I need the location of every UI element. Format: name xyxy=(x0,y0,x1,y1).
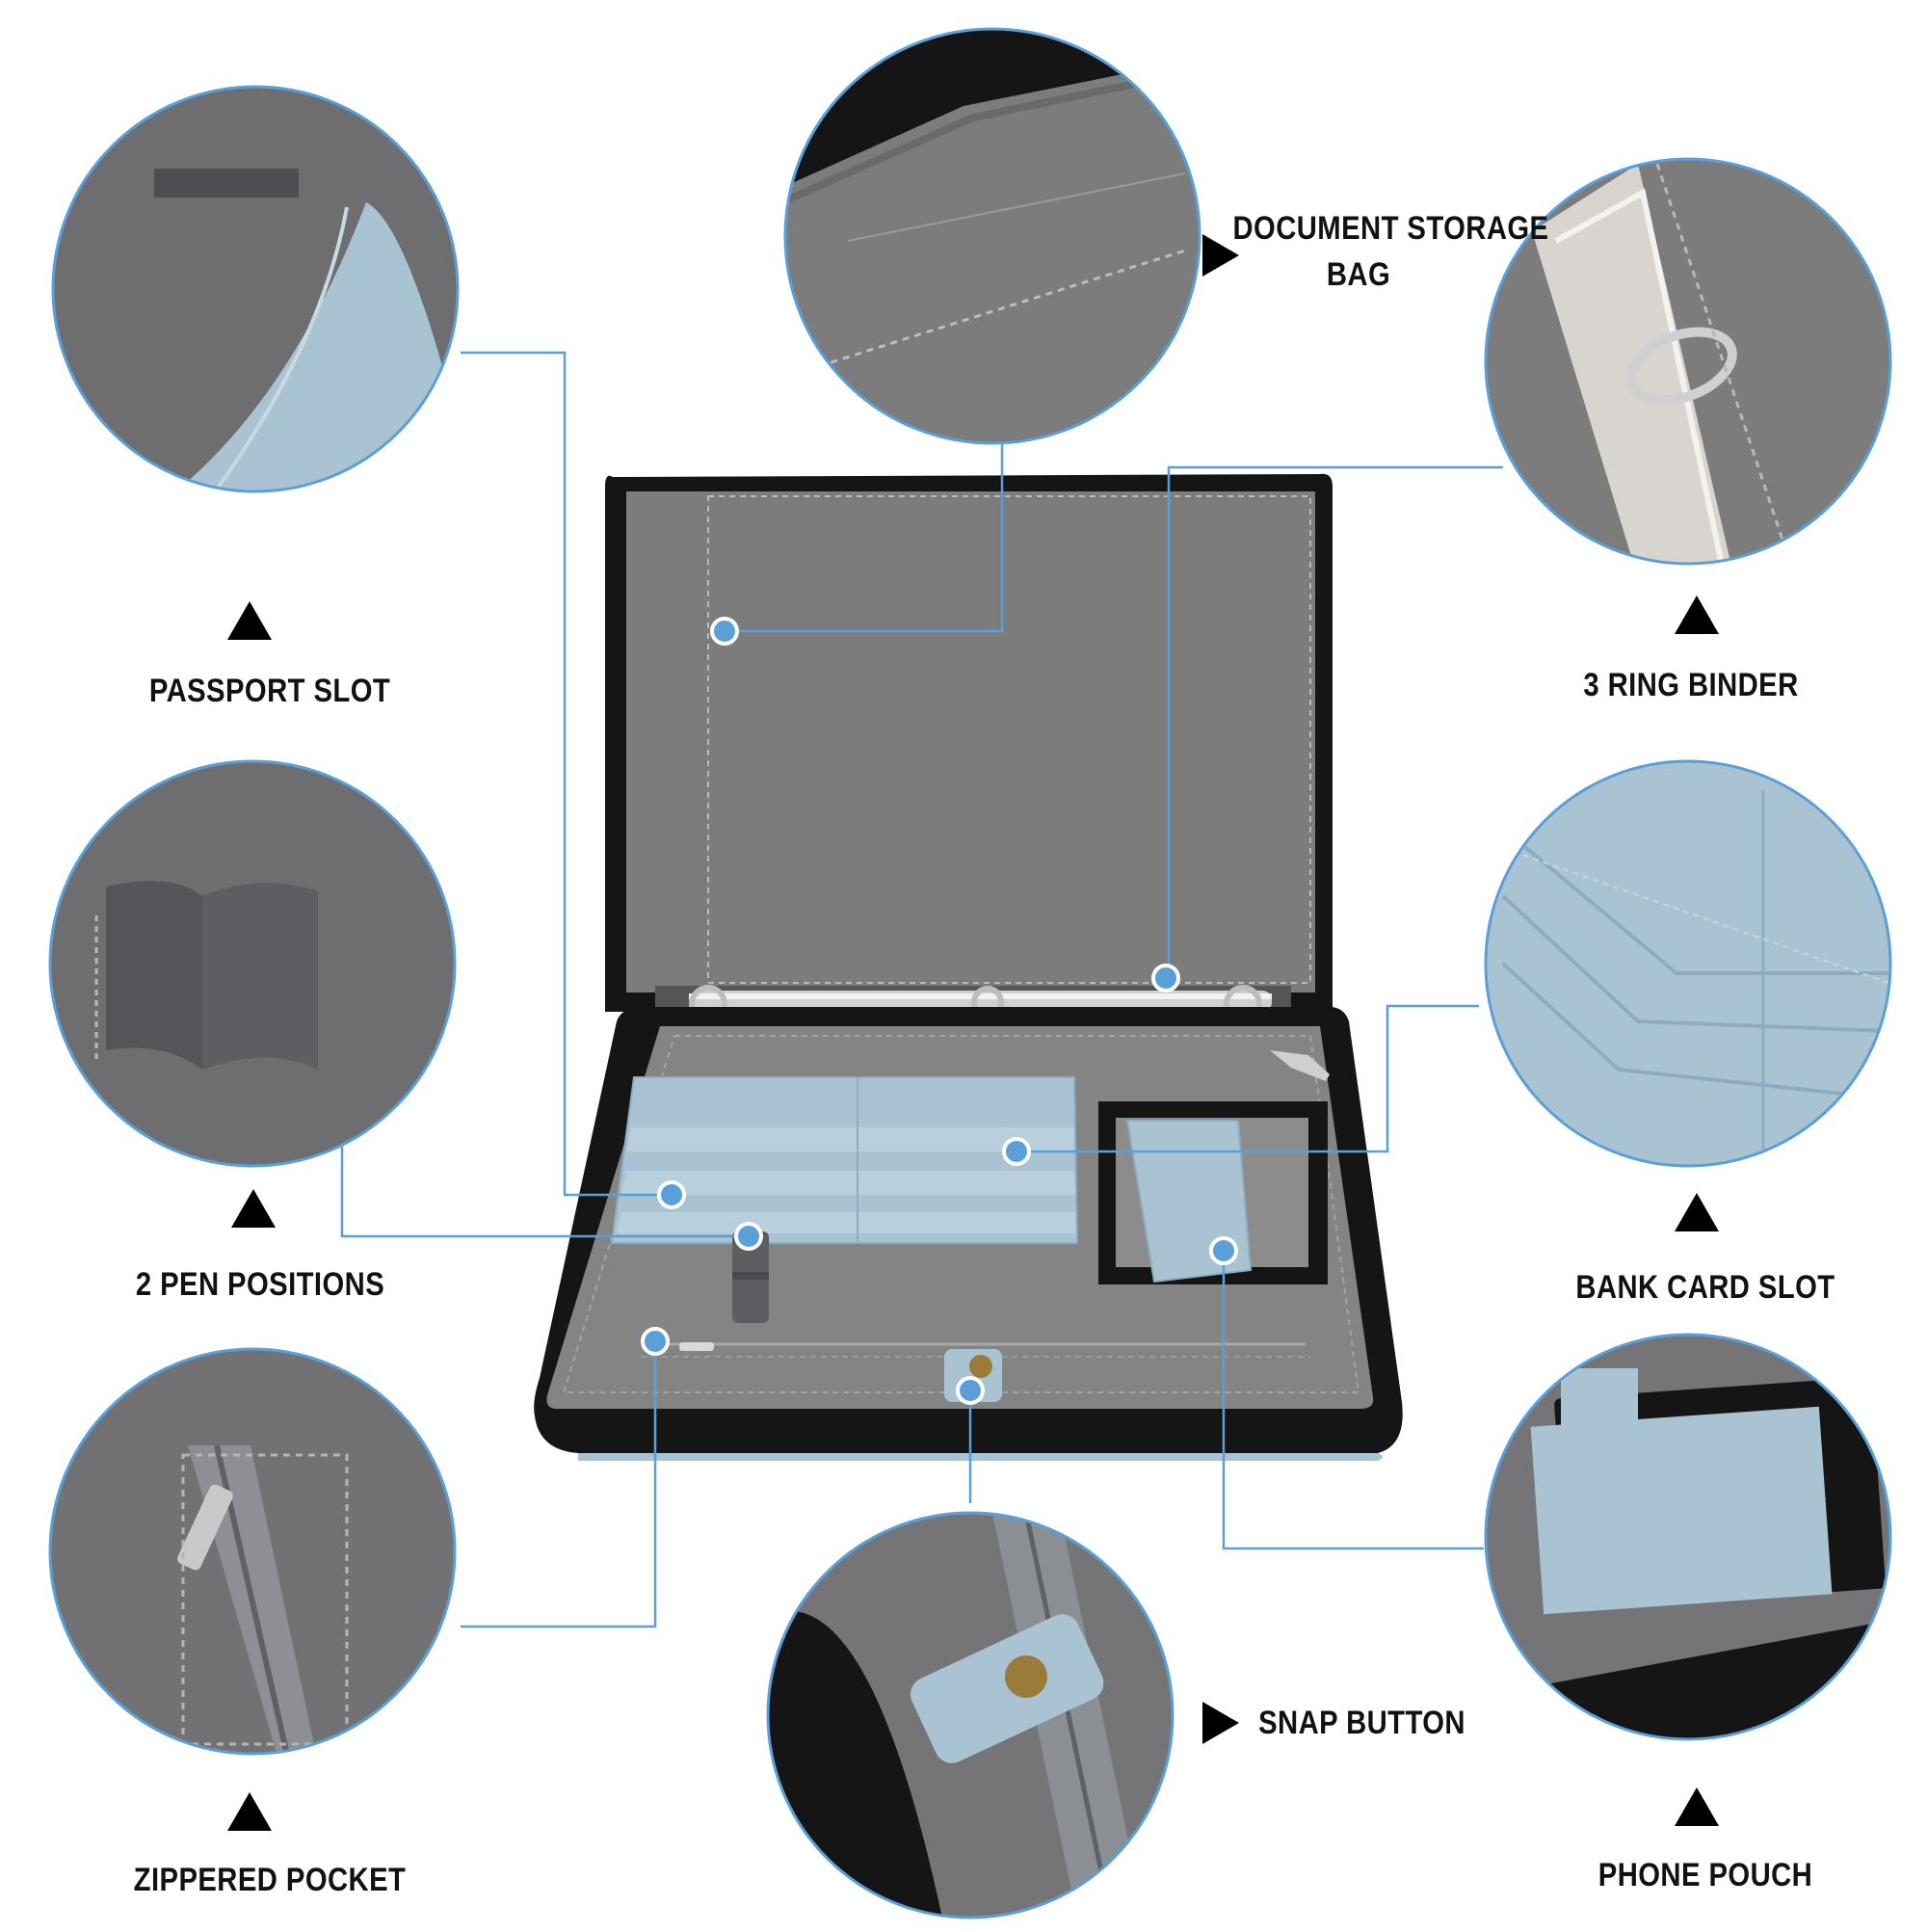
detail-snap-button xyxy=(766,1511,1175,1919)
zippered-pocket-label: ZIPPERED POCKET xyxy=(133,1862,407,1898)
document-storage-panel xyxy=(626,491,1315,992)
detail-document-storage-bag xyxy=(783,27,1201,445)
triangle-icon xyxy=(1202,234,1239,277)
triangle-icon xyxy=(1675,1787,1719,1826)
document-storage-label-line1: DOCUMENT STORAGE xyxy=(1232,210,1549,247)
phone-pouch xyxy=(1098,1101,1328,1284)
leader-lines xyxy=(340,351,1503,1628)
snap-button-label: SNAP BUTTON xyxy=(1258,1705,1465,1741)
triangle-icon xyxy=(227,601,272,640)
triangle-icon xyxy=(1202,1702,1239,1744)
document-storage-label-line2: BAG xyxy=(1326,256,1391,293)
triangle-icon xyxy=(227,1792,272,1831)
detail-passport-slot xyxy=(51,85,460,493)
phone-pouch-label: PHONE POUCH xyxy=(1597,1857,1813,1893)
triangle-icon xyxy=(1675,1193,1719,1231)
detail-bank-card-slot xyxy=(1484,759,1892,1168)
ring-binder-label: 3 RING BINDER xyxy=(1583,667,1799,703)
pen-positions-label: 2 PEN POSITIONS xyxy=(135,1266,385,1303)
pen-loop xyxy=(732,1231,769,1323)
portfolio-main-photo xyxy=(534,473,1403,1461)
detail-ring-binder xyxy=(1484,157,1892,566)
detail-pen-positions xyxy=(48,759,457,1168)
leader-dots xyxy=(641,617,1238,1405)
zippered-pocket xyxy=(641,1342,1310,1358)
triangle-icon xyxy=(231,1189,276,1228)
bank-card-slots xyxy=(610,1076,1079,1244)
detail-zippered-pocket xyxy=(48,1347,457,1756)
detail-phone-pouch xyxy=(1484,1333,1892,1741)
triangle-icon xyxy=(1675,595,1719,634)
bank-card-slot-label: BANK CARD SLOT xyxy=(1575,1269,1835,1306)
passport-slot-label: PASSPORT SLOT xyxy=(148,673,391,709)
